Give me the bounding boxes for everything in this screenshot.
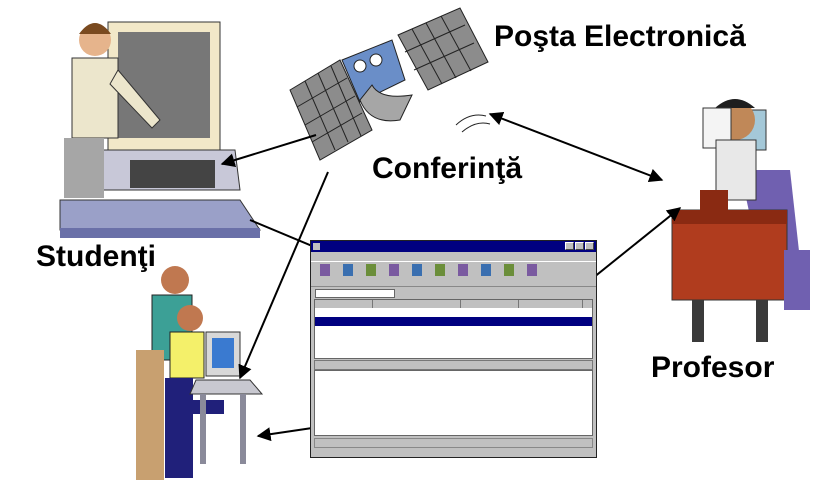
message-row	[315, 335, 592, 344]
folder-select	[315, 288, 395, 298]
close-button	[585, 242, 594, 250]
message-list	[314, 299, 593, 359]
toolbar-button	[453, 264, 473, 284]
toolbar-button	[499, 264, 519, 284]
toolbar-button	[522, 264, 542, 284]
toolbar-button	[430, 264, 450, 284]
email-label: Poşta Electronică	[494, 20, 746, 53]
message-row	[315, 344, 592, 353]
message-row-selected	[315, 317, 592, 326]
satellite-icon	[289, 7, 491, 161]
window-titlebar	[311, 241, 596, 252]
folder-bar	[311, 287, 596, 299]
toolbar-button	[361, 264, 381, 284]
toolbar	[311, 261, 596, 287]
window-controls	[565, 242, 594, 250]
status-bar	[314, 438, 593, 448]
conference-label: Conferinţă	[372, 152, 522, 185]
students-at-computer-icon	[136, 266, 264, 480]
toolbar-button	[476, 264, 496, 284]
message-preview	[314, 370, 593, 436]
maximize-button	[575, 242, 584, 250]
students-label: Studenţi	[36, 240, 156, 273]
message-row	[315, 308, 592, 317]
menu-bar	[311, 252, 596, 261]
toolbar-button	[338, 264, 358, 284]
toolbar-button	[384, 264, 404, 284]
preview-header	[314, 360, 593, 370]
toolbar-button	[315, 264, 335, 284]
minimize-button	[565, 242, 574, 250]
computer-workstation-icon	[59, 21, 261, 238]
message-list-header	[315, 300, 592, 308]
professor-on-phone-icon	[671, 99, 810, 342]
message-row	[315, 326, 592, 335]
app-icon	[313, 243, 320, 250]
email-client-window	[310, 240, 597, 458]
toolbar-button	[407, 264, 427, 284]
professor-label: Profesor	[651, 351, 775, 384]
